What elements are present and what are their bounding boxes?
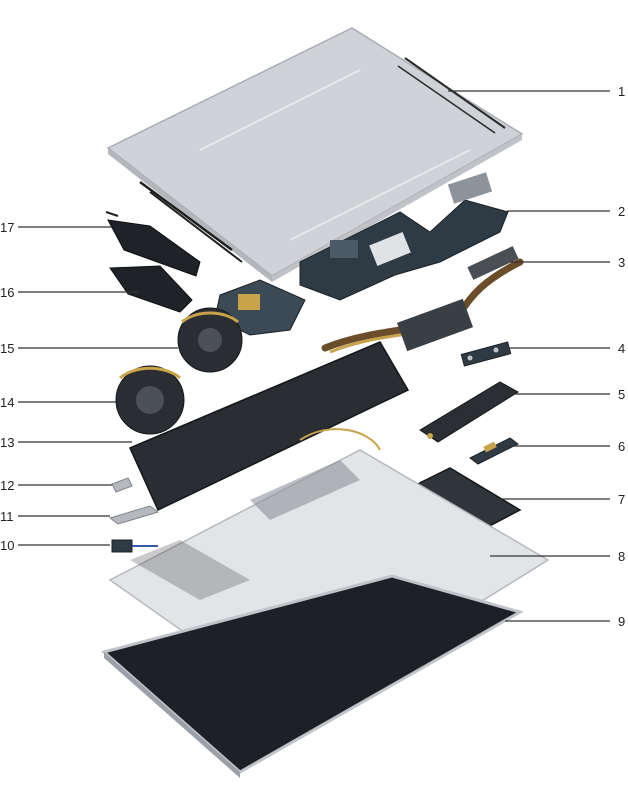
callout-6: 6 <box>618 439 625 454</box>
callout-2: 2 <box>618 204 625 219</box>
speaker-icon <box>109 265 193 313</box>
callout-4: 4 <box>618 341 625 356</box>
callout-14: 14 <box>0 395 14 410</box>
callout-9: 9 <box>618 614 625 629</box>
callout-12: 12 <box>0 478 14 493</box>
callout-8: 8 <box>618 549 625 564</box>
io-board-icon <box>460 341 512 367</box>
callout-17: 17 <box>0 220 14 235</box>
callout-1: 1 <box>618 84 625 99</box>
display-icon <box>100 574 524 778</box>
ssd-icon <box>469 437 519 465</box>
keyboard-icon <box>129 341 410 520</box>
callout-13: 13 <box>0 435 14 450</box>
callout-5: 5 <box>618 387 625 402</box>
fan-icon <box>177 307 243 373</box>
callout-16: 16 <box>0 285 14 300</box>
callout-7: 7 <box>618 492 625 507</box>
heat-sink-icon <box>321 246 524 354</box>
callout-15: 15 <box>0 341 14 356</box>
fan-icon <box>115 365 185 435</box>
speaker-icon <box>105 211 201 277</box>
bracket-icon <box>108 505 160 525</box>
ssd-thermal-plate-icon <box>419 381 519 443</box>
small-bracket-icon <box>111 477 133 493</box>
callout-11: 11 <box>0 509 14 524</box>
power-button-board-icon <box>111 539 158 553</box>
callout-10: 10 <box>0 538 14 553</box>
callout-3: 3 <box>618 255 625 270</box>
